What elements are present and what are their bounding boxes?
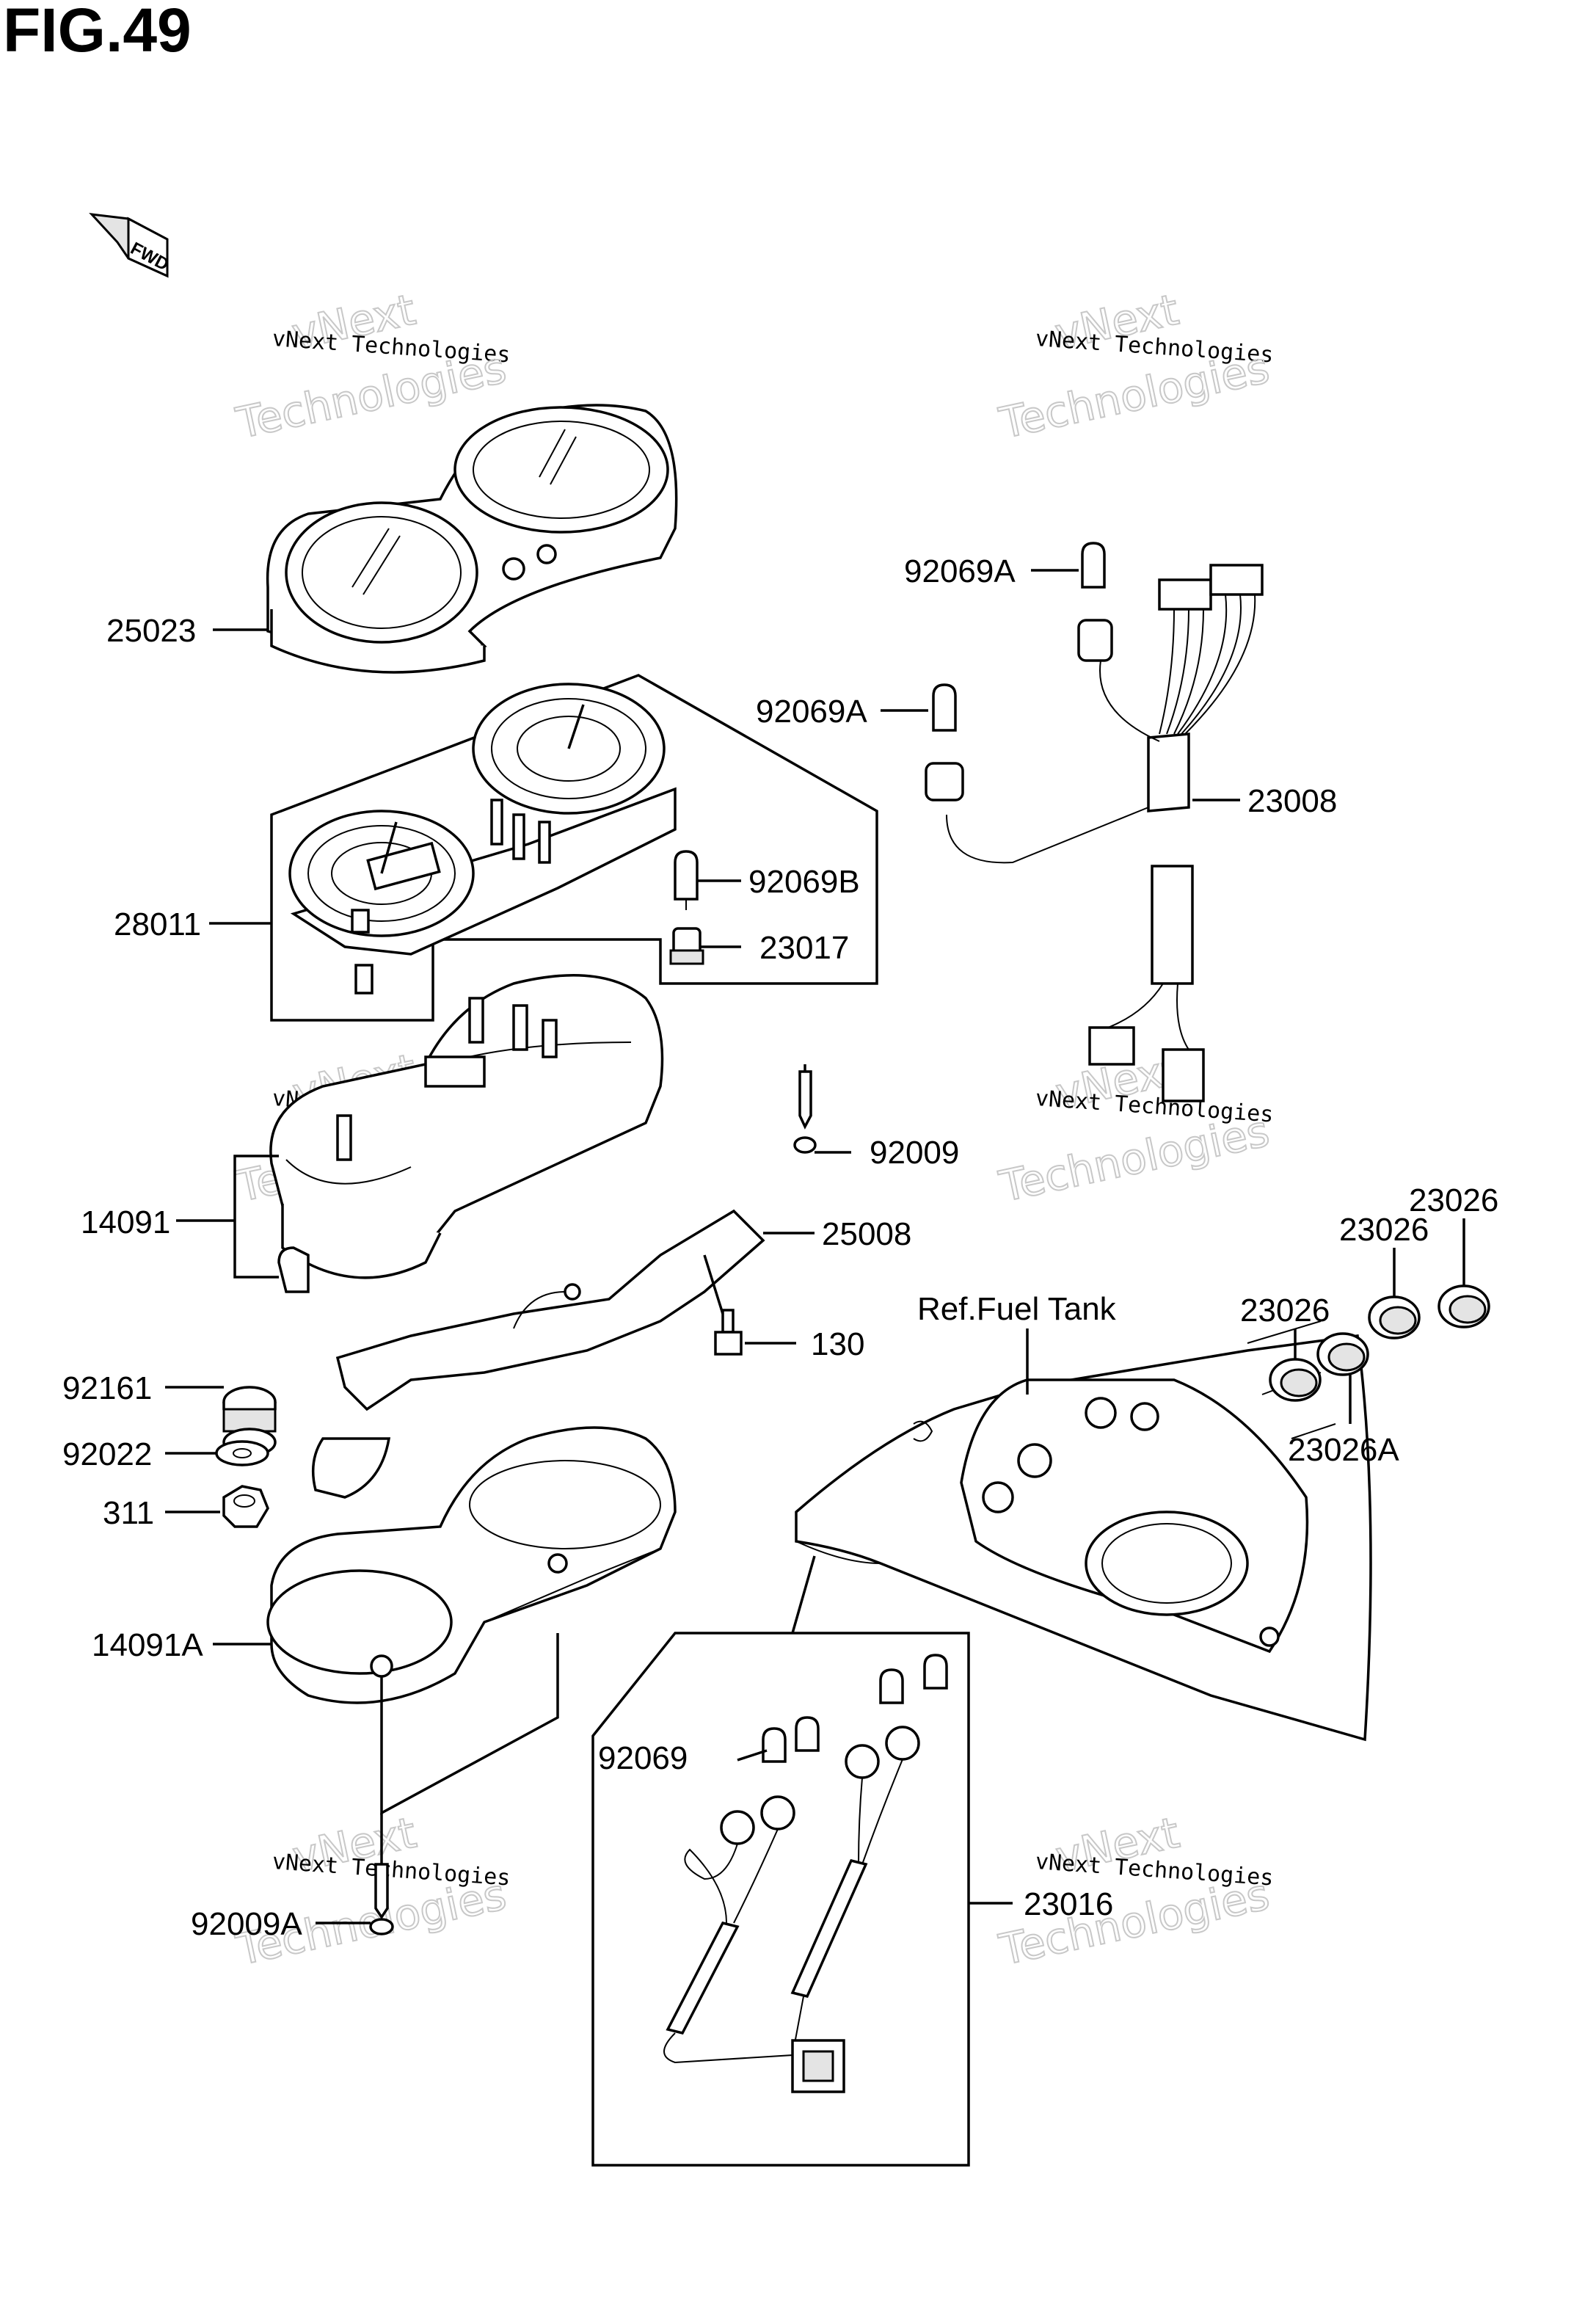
forward-direction-icon: FWD [89,213,172,278]
part-14091-meter-case [269,974,664,1293]
label-92069A-top: 92069A [904,553,1016,589]
label-92069A-mid: 92069A [756,694,867,730]
part-14091A-lower-case [266,1426,677,1704]
part-23026-cap-a [1269,1358,1322,1402]
part-130-bolt [714,1309,743,1356]
bracket-28011 [270,674,878,1022]
label-14091: 14091 [81,1204,170,1240]
watermark-mid-right: vNext vNext Technologies Technologies [994,1044,1275,1213]
label-28011: 28011 [114,906,201,942]
part-23026-cap-c [1438,1284,1490,1328]
label-23026-b: 23026 [1339,1212,1429,1248]
watermark-bottom-left: vNext vNext Technologies Technologies [231,1807,511,1976]
label-311: 311 [103,1495,154,1531]
label-92009: 92009 [870,1135,959,1171]
label-23026A: 23026A [1288,1432,1399,1468]
label-92069: 92069 [598,1740,688,1776]
label-92009A: 92009A [191,1906,302,1942]
label-23008: 23008 [1247,783,1337,819]
label-25023: 25023 [106,613,196,649]
label-92069B: 92069B [748,864,860,900]
label-92022: 92022 [62,1436,152,1472]
part-23008-wire-harness [925,564,1264,1102]
part-25023-meter-cover [266,404,678,674]
label-130: 130 [811,1326,864,1362]
label-ref-fuel-tank: Ref.Fuel Tank [917,1291,1117,1327]
part-23026A-cap [1316,1332,1369,1376]
watermark-top-right: vNext vNext Technologies Technologies [994,284,1275,449]
part-92009-screw [793,1070,817,1154]
part-311-nut [222,1485,269,1528]
part-ref-fuel-tank [795,1320,1372,1742]
label-23017: 23017 [759,930,849,966]
part-92009A-screw [369,1863,394,1935]
part-92069B-bulb [674,850,699,910]
part-25008-bracket [311,1209,765,1499]
svg-text:Technologies: Technologies [995,1106,1274,1212]
label-23026-a: 23026 [1240,1293,1330,1328]
part-92022-washer [215,1440,269,1466]
part-23016-harness [663,1654,948,2093]
part-23017-socket [669,927,704,965]
label-23016: 23016 [1024,1886,1113,1922]
label-25008: 25008 [822,1216,911,1252]
part-28011-meter-assembly [288,683,677,995]
label-92161: 92161 [62,1370,152,1406]
part-23026-cap-b [1368,1295,1421,1339]
part-92069A-bulb-top [1081,542,1106,589]
label-23026-c: 23026 [1409,1182,1498,1218]
bracket-23016 [591,1632,970,2167]
part-92069A-bulb-mid [932,683,957,732]
figure-title: FIG.49 [3,0,192,65]
label-14091A: 14091A [92,1627,203,1663]
watermark-top-left: vNext vNext Technologies Technologies [231,284,511,449]
